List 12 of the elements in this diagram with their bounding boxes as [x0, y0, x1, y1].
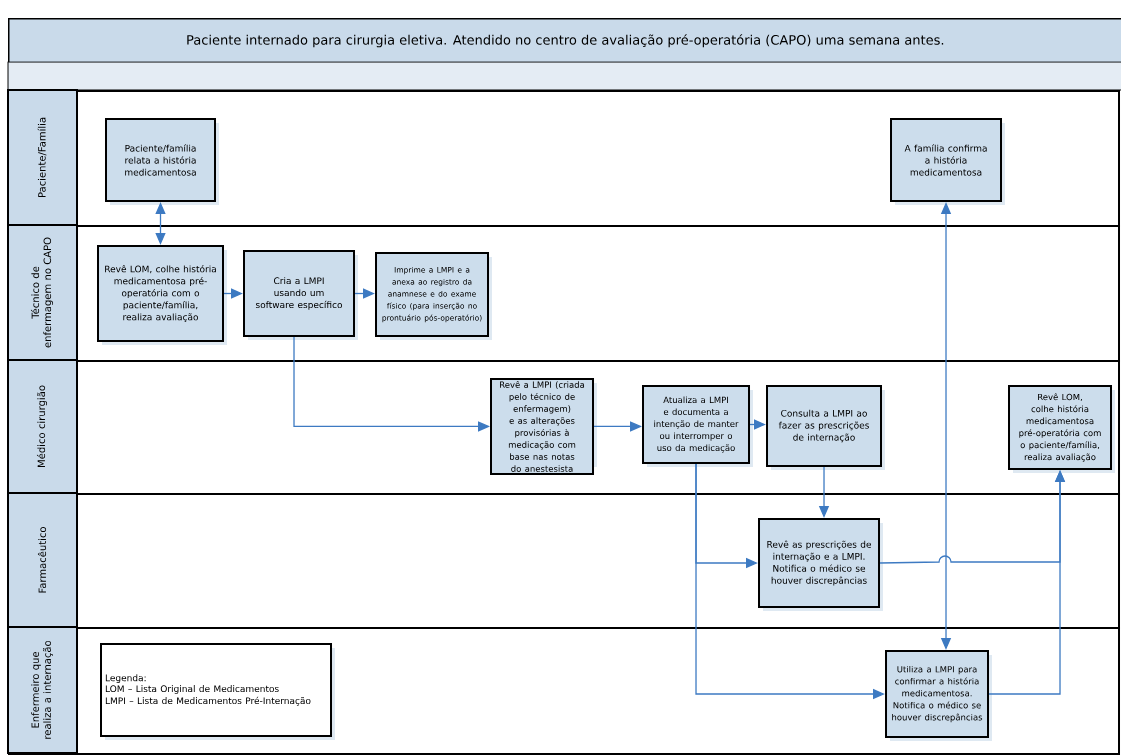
process-box: Paciente/família relata a história medicamentosa [105, 118, 216, 202]
process-box: Revê a LMPI (criada pelo técnico de enfermagem) e as alterações provisórias à medicação com base nas notas do anestesista [490, 378, 594, 475]
process-box: Cria a LMPI usando um software específico [243, 250, 355, 337]
process-box: Revê LOM, colhe história medicamentosa pré-operatória com o paciente/família, realiza avaliação [97, 245, 224, 342]
process-box: Revê as prescrições de internação e a LMPI. Notifica o médico se houver discrepâncias [758, 518, 880, 608]
process-box: Revê LOM, colhe história medicamentosa pré-operatória com o paciente/família, realiza avaliação [1008, 385, 1112, 470]
legend-box: Legenda: LOM – Lista Original de Medicamentos LMPI – Lista de Medicamentos Pré-Internação [100, 643, 332, 737]
process-box: Atualiza a LMPI e documenta a intenção de manter ou interromper o uso da medicação [642, 385, 750, 464]
process-box: Utiliza a LMPI para confirmar a história medicamentosa. Notifica o médico se houver discrepâncias [885, 650, 989, 738]
title-band: Paciente internado para cirurgia eletiva. Atendido no centro de avaliação pré-operatória (CAPO) uma semana antes. [8, 18, 1121, 64]
process-box: Consulta a LMPI ao fazer as prescrições de internação [766, 385, 882, 467]
process-box: A família confirma a história medicamentosa [890, 118, 1002, 202]
